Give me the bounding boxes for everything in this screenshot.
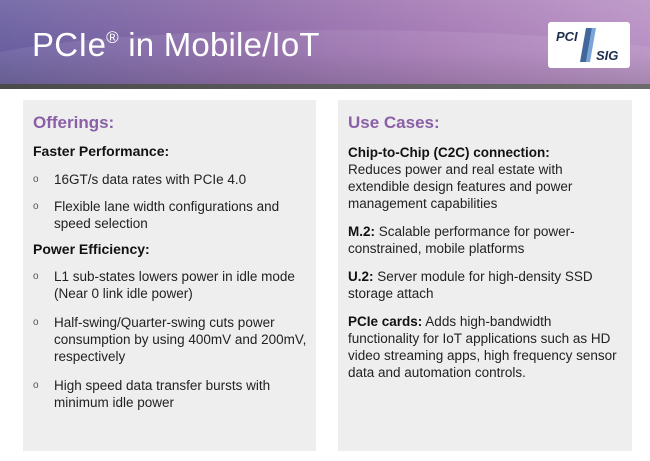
title-banner: PCIe® in Mobile/IoT PCI SIG bbox=[0, 0, 650, 84]
use-case-m2: M.2: Scalable performance for power-cons… bbox=[348, 223, 626, 257]
logo-text-top: PCI bbox=[556, 29, 578, 44]
banner-underbar bbox=[0, 84, 650, 89]
list-item: o 16GT/s data rates with PCIe 4.0 bbox=[23, 171, 316, 188]
registered-mark: ® bbox=[106, 28, 119, 47]
slide-title: PCIe® in Mobile/IoT bbox=[32, 26, 320, 64]
list-item-text: L1 sub-states lowers power in idle mode … bbox=[54, 269, 295, 301]
banner-shade bbox=[0, 0, 650, 84]
bullet-marker: o bbox=[33, 174, 39, 185]
use-case-term: U.2: bbox=[348, 269, 374, 284]
title-main: PCIe bbox=[32, 26, 107, 63]
bullet-marker: o bbox=[33, 317, 39, 328]
list-item: o Flexible lane width configurations and … bbox=[23, 198, 316, 232]
faster-performance-heading: Faster Performance: bbox=[33, 143, 170, 159]
use-case-term: M.2: bbox=[348, 224, 375, 239]
power-efficiency-heading: Power Efficiency: bbox=[33, 241, 150, 257]
use-case-desc: Adds high-bandwidth functionality for Io… bbox=[348, 314, 617, 380]
bullet-marker: o bbox=[33, 380, 39, 391]
banner-wave-decoration bbox=[0, 30, 650, 84]
list-item-text: 16GT/s data rates with PCIe 4.0 bbox=[54, 172, 247, 187]
title-rest: in Mobile/IoT bbox=[118, 26, 320, 63]
use-case-desc: Reduces power and real estate with exten… bbox=[348, 162, 573, 211]
offerings-panel: Offerings: Faster Performance: o 16GT/s d… bbox=[23, 100, 316, 451]
use-cases-panel: Use Cases: Chip-to-Chip (C2C) connection… bbox=[338, 100, 632, 451]
list-item: o High speed data transfer bursts with mi… bbox=[23, 377, 316, 411]
use-case-desc: Server module for high-density SSD stora… bbox=[348, 269, 593, 301]
list-item-text: Flexible lane width configurations and s… bbox=[54, 199, 280, 231]
use-case-desc: Scalable performance for power-constrain… bbox=[348, 224, 575, 256]
offerings-heading: Offerings: bbox=[33, 113, 115, 132]
list-item: o Half-swing/Quarter-swing cuts power con… bbox=[23, 314, 316, 365]
use-case-term: PCIe cards: bbox=[348, 314, 423, 329]
list-item-text: High speed data transfer bursts with min… bbox=[54, 378, 271, 410]
power-efficiency-list: o L1 sub-states lowers power in idle mode… bbox=[23, 268, 316, 411]
pci-sig-logo: PCI SIG bbox=[548, 22, 630, 68]
use-case-pcie-cards: PCIe cards: Adds high-bandwidth function… bbox=[348, 313, 626, 381]
use-case-term: Chip-to-Chip (C2C) connection: bbox=[348, 145, 550, 160]
logo-text-bottom: SIG bbox=[596, 48, 618, 63]
bullet-marker: o bbox=[33, 271, 39, 282]
bullet-marker: o bbox=[33, 201, 39, 212]
use-case-u2: U.2: Server module for high-density SSD … bbox=[348, 268, 626, 302]
use-case-c2c: Chip-to-Chip (C2C) connection: Reduces p… bbox=[348, 144, 626, 212]
list-item: o L1 sub-states lowers power in idle mode… bbox=[23, 268, 316, 302]
list-item-text: Half-swing/Quarter-swing cuts power cons… bbox=[54, 315, 307, 364]
use-cases-heading: Use Cases: bbox=[348, 113, 440, 132]
